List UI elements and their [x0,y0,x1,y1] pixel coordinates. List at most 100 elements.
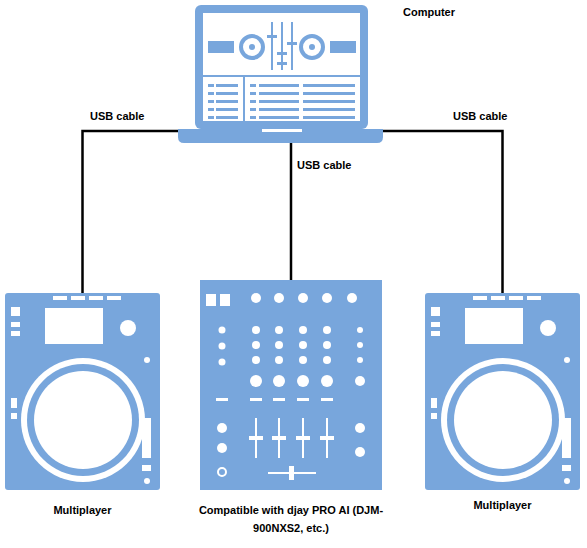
computer-node: Computer [178,5,383,143]
mixer-knob [217,423,227,433]
mixer-knob [252,326,260,334]
multiplayer-node: Multiplayer [5,293,160,490]
mixer-knob [321,375,333,387]
multiplayer-right [425,293,580,490]
mixer-node: Compatible with djay PRO AI (DJM-900NXS2… [200,280,382,490]
usb-cable [83,131,179,293]
mixer-knob [355,447,365,457]
screen-divider [243,76,245,121]
cable-label: USB cable [453,109,507,123]
mixer-ring [218,468,226,476]
list-row [216,100,238,103]
screen-slider-cap [267,35,277,38]
mixer-knob [251,293,261,303]
list-row [259,92,299,95]
mixer-body [200,280,382,490]
mixer-knob [275,356,283,364]
list-row [250,108,256,111]
mixer-knob [217,443,227,453]
list-row [208,100,214,103]
mixer-knob [275,341,283,349]
mixer-knob [299,341,307,349]
mixer-knob [299,356,307,364]
mixer-knob [298,293,308,303]
mixer-knob [357,342,363,348]
list-row [216,92,238,95]
channel-fader [302,418,304,458]
screen-deck-center [309,44,315,50]
mixer-knob [355,423,365,433]
screen-slider [291,22,293,70]
mixer-illustration [200,280,382,490]
list-row [303,100,355,103]
channel-fader [326,418,328,458]
usb-cable [383,131,503,293]
laptop-base [178,129,383,143]
list-row [250,100,256,103]
mixer-knob [323,356,331,364]
screen-slider [271,22,273,70]
list-row [259,84,299,87]
screen-divider [203,75,360,77]
list-row [303,116,355,119]
mixer-knob [219,327,226,334]
mixer-knob [357,357,363,363]
mixer-faders [218,418,327,476]
mixer-knob [250,375,262,387]
channel-fader [278,418,280,458]
list-row [259,100,299,103]
list-row [208,116,214,119]
mixer-button [220,294,230,306]
list-row [250,116,256,119]
screen-list [208,84,355,119]
mixer-knob [323,341,331,349]
mixer-knob [357,327,363,333]
mixer-knob [219,359,226,366]
cable-label: USB cable [90,109,144,123]
list-row [303,92,355,95]
multiplayer-node: Multiplayer [425,293,580,490]
laptop-screen [195,5,368,129]
mixer-button [273,398,285,401]
mixer-knob [299,326,307,334]
mixer-knob [347,293,357,303]
usb-cable [290,143,293,280]
list-row [208,92,214,95]
screen-slider-cap [287,42,297,45]
list-row [259,116,299,119]
mixer-knob [297,375,309,387]
mixer-knob [355,376,365,386]
multiplayer-left [5,293,160,490]
list-row [216,84,238,87]
screen-deck [241,36,263,58]
channel-fader [255,418,257,458]
list-row [216,116,238,119]
node-label: Multiplayer [5,501,160,519]
mixer-button [297,398,309,401]
laptop-display [203,13,360,121]
list-row [303,84,355,87]
mixer-button [321,398,333,401]
crossfader [268,472,316,474]
mixer-knob [219,343,226,350]
node-label: Computer [403,3,483,21]
list-row [216,108,238,111]
screen-slider-cap [277,52,287,55]
mixer-button [250,398,262,401]
list-row [259,108,299,111]
mixer-controls [206,293,365,480]
cable-label: USB cable [297,158,351,172]
list-row [208,108,214,111]
mixer-knob [252,341,260,349]
mixer-knob [275,326,283,334]
screen-deck-bar [208,41,234,53]
laptop-notch [262,129,302,132]
list-row [303,108,355,111]
mixer-knob [274,293,284,303]
screen-deck [301,36,323,58]
list-row [250,92,256,95]
mixer-knob [322,293,332,303]
